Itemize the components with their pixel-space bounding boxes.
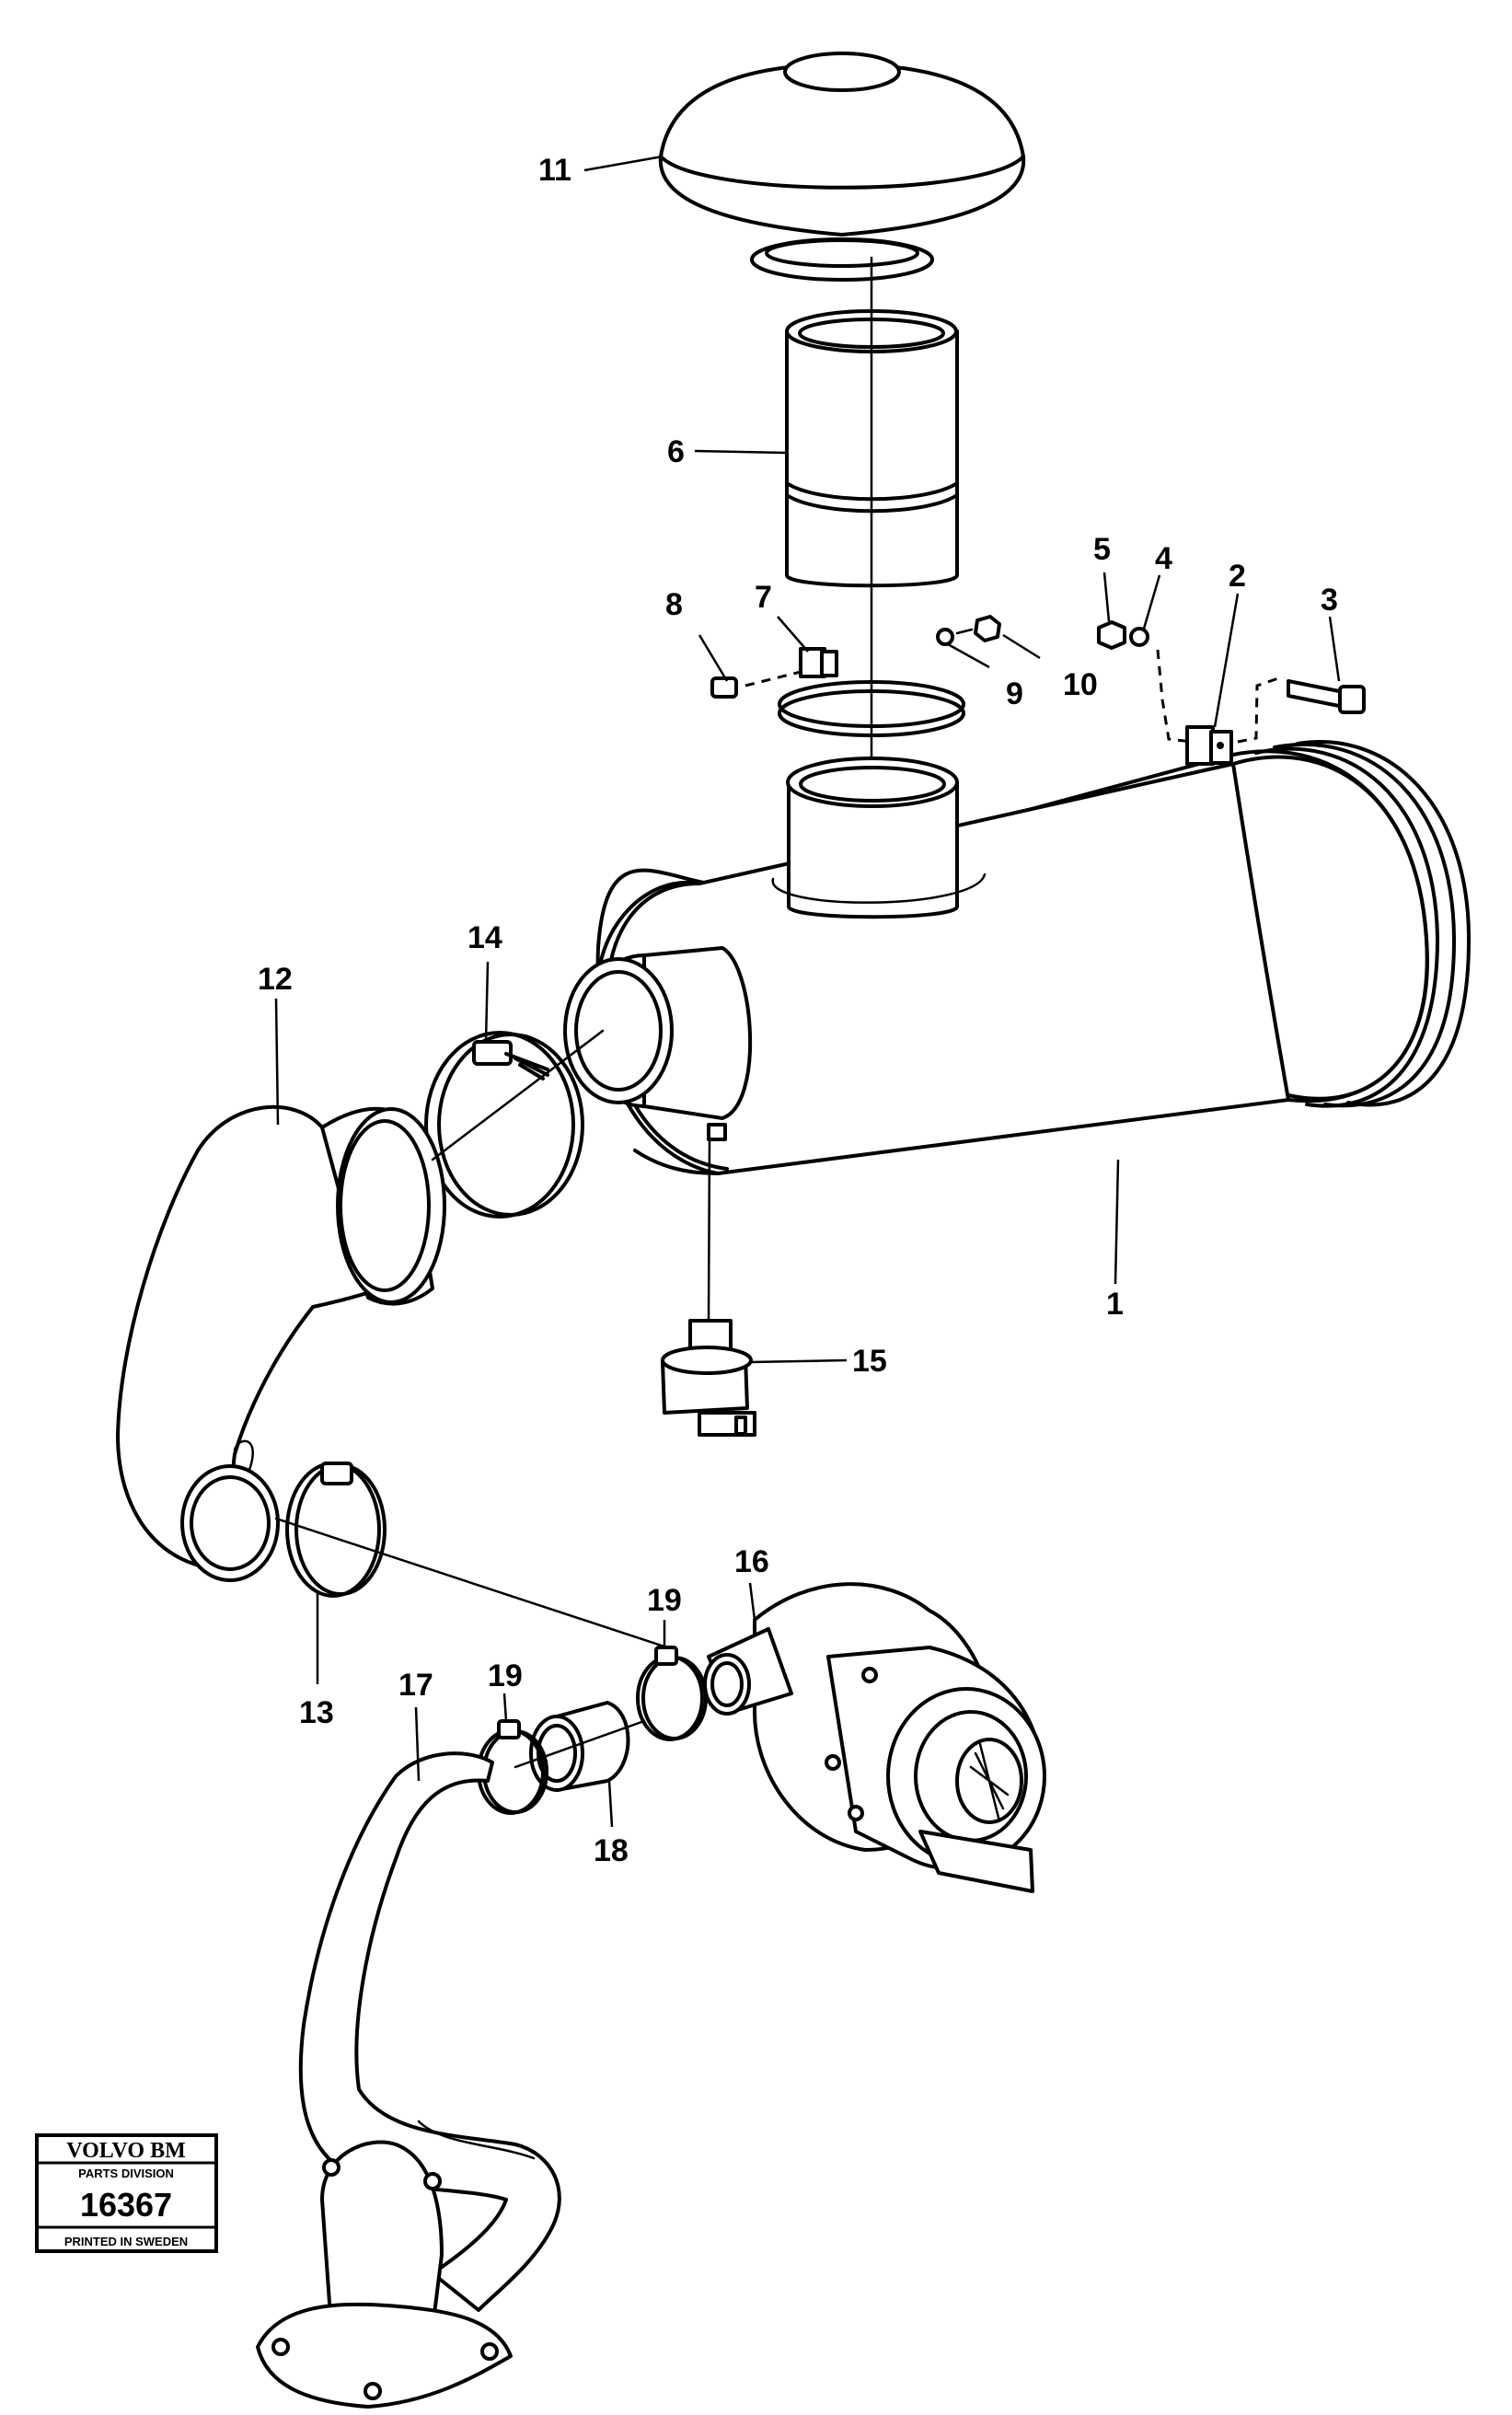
callout-18: 18: [594, 1833, 629, 1868]
badge-printed: PRINTED IN SWEDEN: [64, 2235, 188, 2248]
callout-5: 5: [1093, 532, 1111, 567]
part-rain-cap: [658, 52, 1026, 282]
callout-10: 10: [1063, 667, 1098, 702]
part-bracket: [1097, 620, 1366, 766]
part-hose-clamp-14: [424, 1031, 584, 1219]
volvo-bm-badge: VOLVO BM PARTS DIVISION 16367 PRINTED IN…: [35, 2133, 218, 2253]
part-air-filter-housing: [563, 740, 1472, 1175]
callout-19-lower: 19: [488, 1658, 523, 1693]
callout-9: 9: [1006, 676, 1023, 711]
callout-labels: 11 6 8 7 9 10 5 4 2 3 14 12 1 15 16 19 1…: [258, 153, 1338, 1868]
callout-1: 1: [1106, 1287, 1124, 1322]
callout-17: 17: [398, 1668, 433, 1703]
part-turbocharger: [703, 1582, 1046, 1893]
part-elbow-hose: [116, 1029, 605, 1582]
callout-4: 4: [1155, 541, 1172, 576]
leader-lines: [274, 155, 1341, 1828]
part-tube-clamp: [710, 615, 1001, 737]
callout-12: 12: [258, 962, 293, 997]
part-pressure-switch: [661, 1138, 756, 1437]
callout-3: 3: [1321, 583, 1338, 618]
badge-division: PARTS DIVISION: [78, 2167, 174, 2180]
badge-brand: VOLVO BM: [66, 2139, 186, 2163]
callout-11: 11: [538, 153, 571, 188]
part-hose-clamp-13: [274, 1462, 669, 1649]
callout-16: 16: [734, 1544, 769, 1579]
callout-19-upper: 19: [647, 1583, 682, 1618]
part-outlet-pipe: [256, 1751, 561, 2409]
callout-2: 2: [1229, 559, 1246, 594]
part-intake-tube: [785, 256, 959, 835]
part-clamp-19-upper: [636, 1646, 708, 1741]
callout-7: 7: [755, 580, 772, 615]
callout-13: 13: [299, 1695, 334, 1730]
callout-15: 15: [852, 1344, 887, 1379]
badge-number: 16367: [80, 2186, 172, 2224]
callout-14: 14: [467, 920, 502, 955]
callout-6: 6: [667, 434, 685, 469]
callout-8: 8: [665, 587, 683, 622]
